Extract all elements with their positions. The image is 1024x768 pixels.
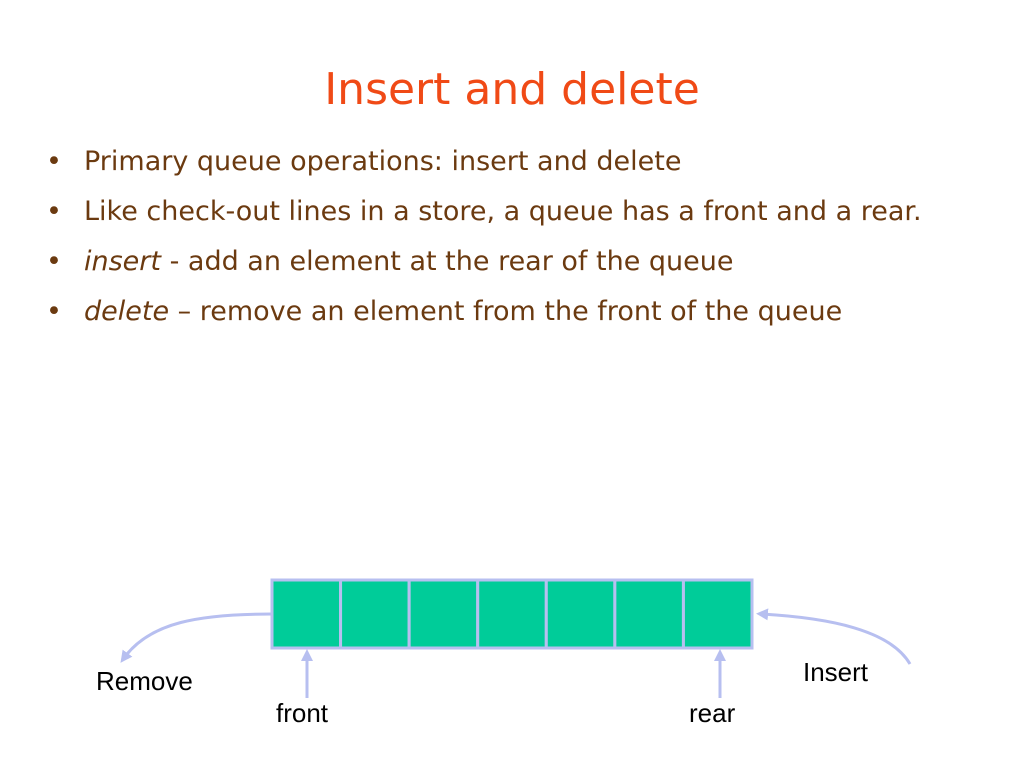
remove-label: Remove (96, 666, 193, 696)
queue-cell (544, 578, 617, 650)
bullet-list: • Primary queue operations: insert and d… (44, 142, 944, 342)
bullet-icon: • (46, 296, 62, 327)
queue-cell (681, 578, 754, 650)
bullet-item: • insert - add an element at the rear of… (44, 242, 944, 282)
queue-cell (407, 578, 480, 650)
queue-cell (339, 578, 411, 650)
insert-arrow-icon (756, 608, 912, 665)
bullet-icon: • (46, 196, 62, 227)
queue-cell (476, 578, 548, 650)
slide-title: Insert and delete (324, 64, 700, 115)
bullet-text: - add an element at the rear of the queu… (160, 246, 734, 277)
bullet-icon: • (46, 246, 62, 277)
rear-label: rear (689, 698, 736, 728)
insert-label: Insert (803, 657, 869, 687)
bullet-icon: • (46, 146, 62, 177)
front-label: front (276, 698, 329, 728)
bullet-item: • delete – remove an element from the fr… (44, 292, 944, 332)
bullet-item: • Primary queue operations: insert and d… (44, 142, 944, 182)
queue-cell (613, 578, 685, 650)
queue-cells (270, 578, 754, 650)
bullet-term: delete (84, 296, 170, 327)
bullet-text: Primary queue operations: insert and del… (84, 146, 682, 177)
queue-cell (270, 578, 343, 650)
bullet-text: – remove an element from the front of th… (169, 296, 843, 327)
bullet-text: Like check-out lines in a store, a queue… (84, 196, 922, 227)
remove-arrow-icon (120, 612, 273, 663)
bullet-item: • Like check-out lines in a store, a que… (44, 192, 944, 232)
bullet-term: insert (84, 246, 161, 277)
